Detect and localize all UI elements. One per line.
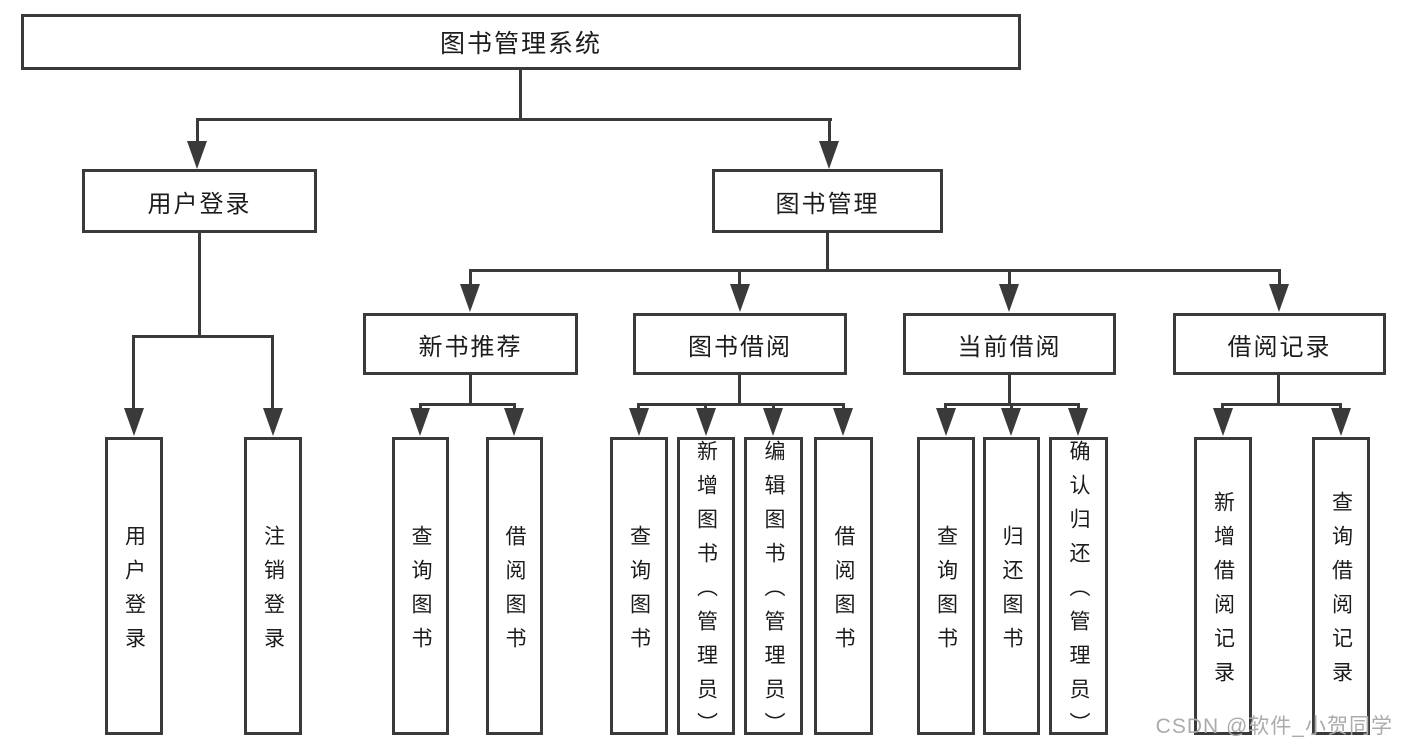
connector-line (944, 403, 947, 411)
node-label: 确认归还（管理员） (1067, 439, 1090, 746)
connector-line (826, 233, 829, 271)
connector-line (1339, 403, 1342, 411)
connector-line (469, 269, 1281, 272)
node-current-borrowing: 当前借阅 (903, 313, 1116, 375)
arrow-down-icon (1068, 408, 1088, 436)
arrow-down-icon (730, 284, 750, 312)
node-label: 图书借阅 (688, 333, 792, 361)
leaf-query-borrow-record: 查询借阅记录 (1312, 437, 1370, 735)
arrow-down-icon (696, 408, 716, 436)
node-label: 新增借阅记录 (1211, 490, 1235, 695)
node-label: 借阅图书 (503, 524, 526, 661)
connector-line (828, 118, 831, 145)
arrow-down-icon (833, 408, 853, 436)
leaf-query-books-borrowing: 查询图书 (610, 437, 668, 735)
leaf-borrow-books-recommendation: 借阅图书 (486, 437, 543, 735)
connector-line (419, 403, 516, 406)
connector-line (519, 69, 522, 121)
arrow-down-icon (629, 408, 649, 436)
connector-line (132, 335, 274, 338)
connector-line (842, 403, 845, 411)
leaf-add-borrow-record: 新增借阅记录 (1194, 437, 1252, 735)
arrow-down-icon (819, 141, 839, 169)
arrow-down-icon (504, 408, 524, 436)
node-new-book-recommendation: 新书推荐 (363, 313, 578, 375)
node-label: 当前借阅 (957, 333, 1062, 361)
connector-line (469, 269, 472, 287)
csdn-watermark: CSDN @软件_小贺同学 (1155, 715, 1393, 738)
leaf-query-books-recommendation: 查询图书 (392, 437, 449, 735)
node-borrowing-records: 借阅记录 (1173, 313, 1386, 375)
arrow-down-icon (1331, 408, 1351, 436)
node-label: 用户登录 (122, 524, 146, 661)
connector-line (1077, 403, 1080, 411)
arrow-down-icon (936, 408, 956, 436)
node-label: 借阅记录 (1227, 333, 1332, 361)
arrow-down-icon (1001, 408, 1021, 436)
connector-line (1010, 403, 1013, 411)
connector-line (1008, 375, 1011, 405)
node-label: 图书管理系统 (439, 30, 602, 58)
node-label: 编辑图书（管理员） (762, 439, 785, 746)
node-label: 查询图书 (627, 524, 651, 661)
node-label: 图书管理 (775, 190, 880, 218)
node-user-login: 用户登录 (82, 169, 317, 233)
connector-line (637, 403, 640, 411)
connector-line (1221, 403, 1224, 411)
connector-line (704, 403, 707, 411)
connector-line (271, 335, 274, 411)
node-label: 用户登录 (147, 190, 252, 218)
node-label: 归还图书 (1000, 524, 1023, 661)
node-label: 新增图书（管理员） (694, 439, 718, 746)
node-book-borrowing: 图书借阅 (633, 313, 847, 375)
leaf-add-books-admin: 新增图书（管理员） (677, 437, 735, 746)
node-label: 查询图书 (934, 524, 958, 661)
leaf-query-books-current: 查询图书 (917, 437, 975, 735)
leaf-edit-books-admin: 编辑图书（管理员） (744, 437, 803, 746)
connector-line (1278, 269, 1281, 287)
connector-line (196, 118, 832, 121)
connector-line (738, 375, 741, 405)
arrow-down-icon (124, 408, 144, 436)
connector-line (1221, 403, 1342, 406)
connector-line (738, 269, 741, 287)
connector-line (637, 403, 845, 406)
node-label: 查询借阅记录 (1329, 490, 1353, 695)
arrow-down-icon (410, 408, 430, 436)
node-label: 借阅图书 (832, 524, 855, 661)
connector-line (1008, 269, 1011, 287)
leaf-return-books: 归还图书 (983, 437, 1040, 735)
arrow-down-icon (763, 408, 783, 436)
leaf-borrow-books: 借阅图书 (814, 437, 873, 735)
arrow-down-icon (460, 284, 480, 312)
connector-line (469, 375, 472, 405)
connector-line (1277, 375, 1280, 405)
connector-line (419, 403, 422, 411)
arrow-down-icon (1269, 284, 1289, 312)
leaf-confirm-return-admin: 确认归还（管理员） (1049, 437, 1108, 746)
arrow-down-icon (263, 408, 283, 436)
connector-line (198, 233, 201, 337)
leaf-user-login: 用户登录 (105, 437, 163, 735)
connector-line (772, 403, 775, 411)
connector-line (132, 335, 135, 411)
node-label: 注销登录 (261, 524, 285, 661)
node-label: 新书推荐 (418, 333, 523, 361)
arrow-down-icon (999, 284, 1019, 312)
arrow-down-icon (1213, 408, 1233, 436)
connector-line (513, 403, 516, 411)
node-label: 查询图书 (409, 524, 432, 661)
connector-line (196, 118, 199, 145)
leaf-logout: 注销登录 (244, 437, 302, 735)
node-book-management: 图书管理 (712, 169, 943, 233)
arrow-down-icon (187, 141, 207, 169)
node-book-management-system: 图书管理系统 (21, 14, 1021, 70)
